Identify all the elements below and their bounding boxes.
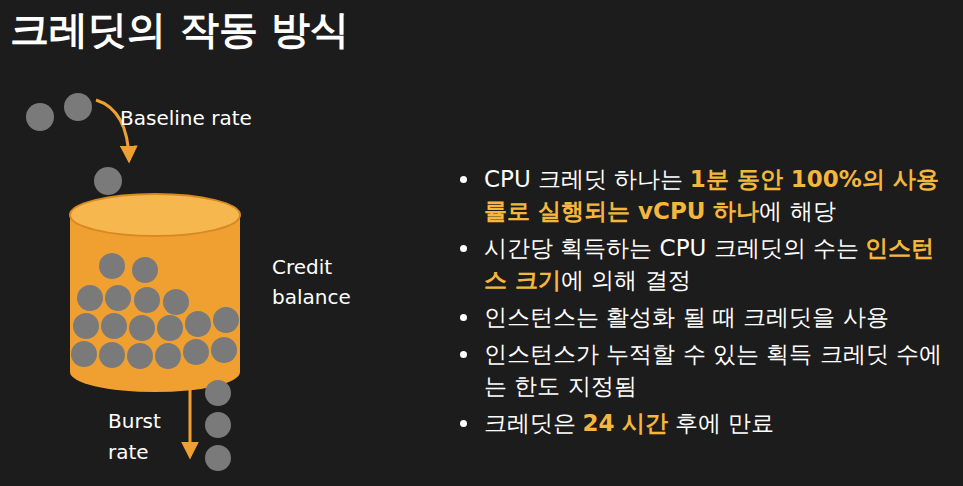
bullet-item: 인스턴스가 누적할 수 있는 획득 크레딧 수에는 한도 지정됨 bbox=[484, 338, 952, 402]
credit-pile bbox=[71, 253, 239, 369]
burst-arrow bbox=[189, 384, 192, 456]
bullet-text: CPU 크레딧 하나는 bbox=[484, 166, 683, 192]
bullet-item: 시간당 획득하는 CPU 크레딧의 수는인스턴스 크기에 의해 결정 bbox=[484, 232, 952, 296]
bullet-text: 크레딧은 bbox=[484, 410, 576, 436]
bullet-text: 인스턴스가 누적할 수 있는 획득 크레딧 수에는 한도 지정됨 bbox=[484, 341, 942, 399]
slide-title: 크레딧의 작동 방식 bbox=[10, 2, 349, 58]
burst-label: Burst rate bbox=[108, 406, 170, 468]
highlight-text: 24 시간 bbox=[582, 410, 668, 436]
credit-balance-label: Credit balance bbox=[272, 252, 367, 312]
bullet-dot bbox=[460, 351, 467, 358]
bullet-text: 시간당 획득하는 CPU 크레딧의 수는 bbox=[484, 235, 859, 261]
bullet-dot bbox=[460, 314, 467, 321]
baseline-label: Baseline rate bbox=[120, 106, 290, 130]
incoming-credits bbox=[26, 93, 122, 195]
bullet-list: CPU 크레딧 하나는1분 동안 100%의 사용률로 실행되는 vCPU 하나… bbox=[484, 163, 952, 444]
burst-credits bbox=[205, 380, 231, 471]
bullet-dot bbox=[460, 176, 467, 183]
bullet-text: 에 해당 bbox=[759, 198, 835, 224]
bullet-item: CPU 크레딧 하나는1분 동안 100%의 사용률로 실행되는 vCPU 하나… bbox=[484, 163, 952, 227]
bullet-dot bbox=[460, 245, 467, 252]
bullet-text: 인스턴스는 활성화 될 때 크레딧을 사용 bbox=[484, 304, 889, 330]
bullet-item: 인스턴스는 활성화 될 때 크레딧을 사용 bbox=[484, 301, 952, 333]
cylinder-top bbox=[70, 194, 240, 236]
cylinder-body bbox=[70, 215, 240, 392]
bullet-item: 크레딧은24 시간 후에 만료 bbox=[484, 407, 952, 439]
bullet-text: 에 의해 결정 bbox=[561, 267, 691, 293]
bullet-dot bbox=[460, 420, 467, 427]
bullet-text: 후에 만료 bbox=[675, 410, 774, 436]
